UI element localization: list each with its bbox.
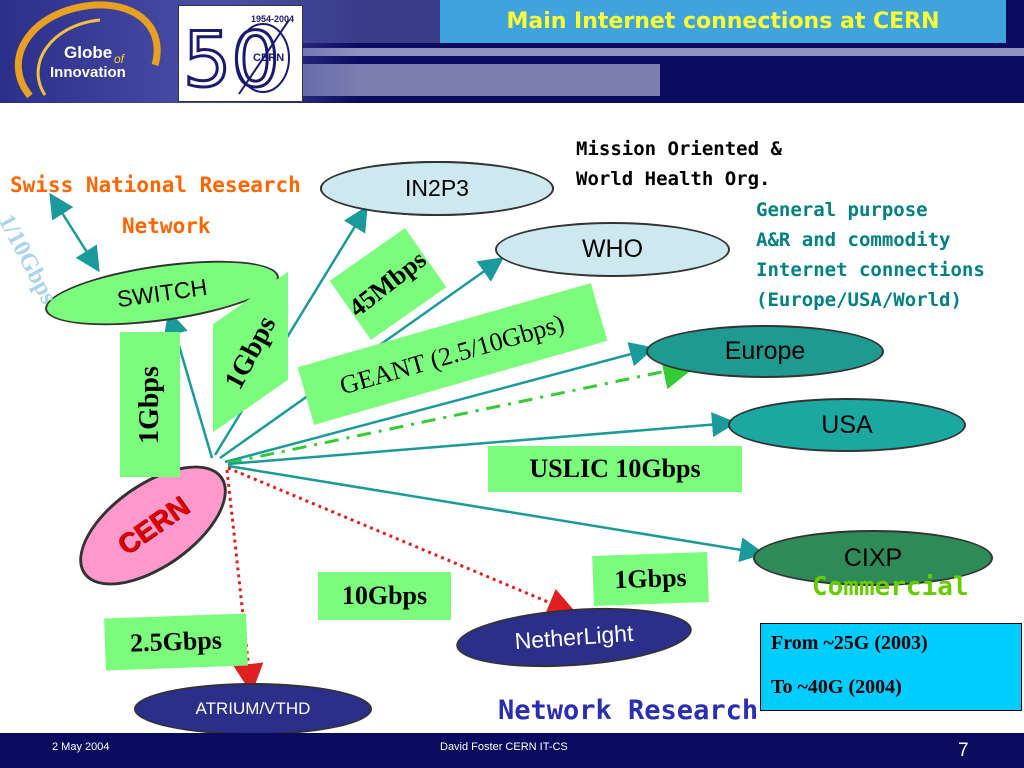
footer-author: David Foster CERN IT-CS bbox=[440, 741, 568, 753]
annotation-swiss-line2: Network bbox=[122, 214, 211, 238]
logo-text-globe: Globe bbox=[64, 43, 112, 62]
anniv-years: 1954-2004 bbox=[251, 14, 294, 24]
annotation-general-line2: A&R and commodity bbox=[756, 229, 951, 251]
cern-netherlight-link bbox=[227, 466, 578, 617]
annotation-swiss-line1: Swiss National Research bbox=[10, 173, 301, 197]
cern-usa-link bbox=[227, 412, 737, 466]
title-box bbox=[440, 0, 1006, 43]
label-cern-switch-text: 1Gbps bbox=[134, 365, 166, 444]
switch-external-link bbox=[49, 192, 100, 273]
annotation-general-line3: Internet connections bbox=[756, 259, 985, 281]
anniv-number: 50 bbox=[183, 15, 280, 101]
label-atrium-speed: 2.5Gbps bbox=[104, 613, 248, 671]
annotation-mission-line2: World Health Org. bbox=[576, 168, 771, 190]
globe-of-innovation-logo: Globe of Innovation bbox=[14, 1, 161, 99]
label-cern-in2p3-speed: 1Gbps bbox=[203, 271, 298, 433]
capacity-from-text: From ~25G (2003) bbox=[771, 632, 928, 654]
geant-research-link bbox=[227, 353, 699, 465]
annotation-general-line4: (Europe/USA/World) bbox=[756, 289, 962, 311]
logo-text-innovation: Innovation bbox=[50, 64, 126, 81]
node-europe[interactable]: Europe bbox=[646, 325, 884, 378]
annotation-mission-line1: Mission Oriented & bbox=[576, 138, 782, 160]
annotation-network-research: Network Research bbox=[498, 695, 759, 726]
footer-page-number: 7 bbox=[958, 740, 969, 761]
annotation-commercial: Commercial bbox=[812, 572, 969, 602]
node-in2p3-overlay: IN2P3 bbox=[320, 161, 554, 216]
cern-cixp-link bbox=[227, 464, 765, 563]
cern-50-years-logo: 1954-2004 50 CERN bbox=[178, 5, 303, 106]
footer-date: 2 May 2004 bbox=[52, 741, 110, 753]
anniv-org: CERN bbox=[253, 52, 284, 64]
label-netherlight-1g: 1Gbps bbox=[592, 552, 709, 606]
node-usa[interactable]: USA bbox=[728, 398, 966, 452]
annotation-general-line1: General purpose bbox=[756, 199, 928, 221]
capacity-to-text: To ~40G (2004) bbox=[771, 676, 902, 698]
footer-bar: 2 May 2004 David Foster CERN IT-CS 7 bbox=[0, 733, 1024, 768]
page-title: Main Internet connections at CERN bbox=[506, 9, 940, 34]
logo-text-of: of bbox=[114, 52, 126, 66]
header-band bbox=[0, 48, 1024, 56]
node-cixp[interactable]: CIXP bbox=[753, 530, 993, 586]
cern-europe-link bbox=[224, 342, 655, 464]
label-netherlight-10g: 10Gbps bbox=[318, 572, 451, 620]
label-uslic: USLIC 10Gbps bbox=[488, 446, 742, 492]
node-who[interactable]: WHO bbox=[495, 222, 730, 277]
label-cern-switch-speed: 1Gbps bbox=[120, 332, 180, 477]
cern-in2p3-link bbox=[213, 205, 368, 456]
capacity-box: From ~25G (2003) To ~40G (2004) bbox=[760, 623, 1022, 711]
node-atrium[interactable]: ATRIUM/VTHD bbox=[134, 683, 372, 735]
label-geant: GEANT (2.5/10Gbps) bbox=[292, 283, 612, 425]
